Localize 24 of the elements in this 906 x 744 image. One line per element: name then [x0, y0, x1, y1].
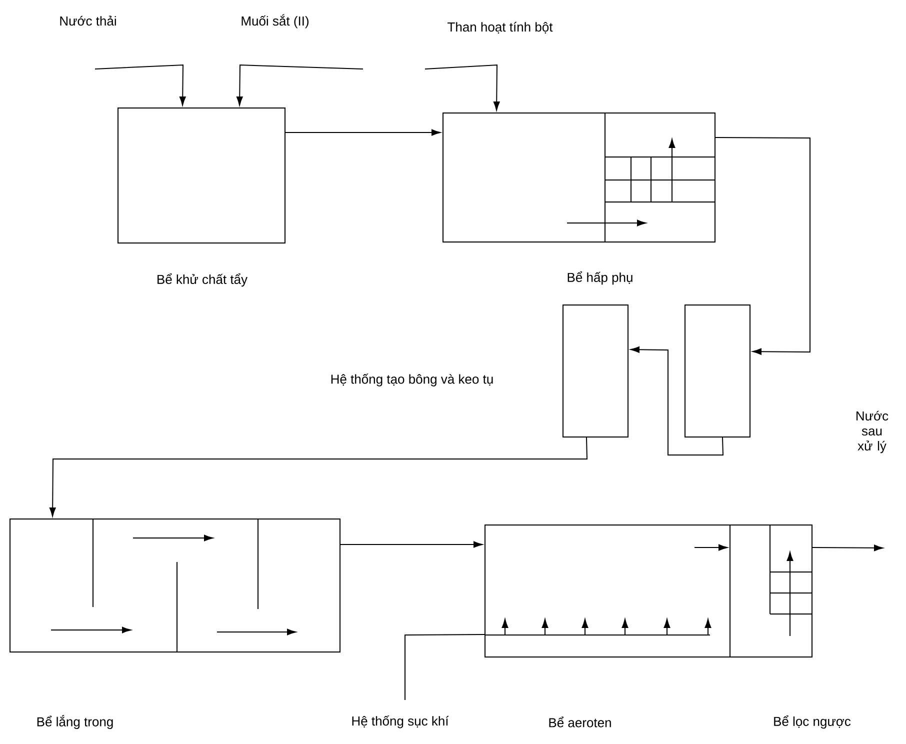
tank-caption: Bể aeroten [549, 716, 611, 728]
tank-box [562, 304, 628, 438]
flow-arrow [340, 541, 483, 548]
tank-caption: Bể lọc ngược [774, 715, 851, 729]
annotation-label: Hệ thống tạo bông và keo tụ [331, 374, 493, 386]
flow-arrow [236, 64, 364, 106]
source-label: Nước thải [60, 16, 116, 26]
flow-arrow [424, 64, 500, 111]
pipe-line [404, 634, 485, 700]
tank-caption: Bể lắng trong [37, 715, 113, 729]
source-label: Than hoạt tính bột [448, 22, 553, 34]
tank-caption: Bể khử chất tẩy [158, 273, 248, 287]
flow-arrow [715, 137, 810, 355]
tank-box [684, 304, 750, 438]
source-label: Muối sắt (II) [242, 14, 308, 28]
flow-arrow [49, 437, 588, 517]
flow-arrow [285, 129, 441, 136]
flow-arrow [630, 346, 724, 456]
flow-arrow [694, 544, 728, 551]
source-label: Hệ thống sục khí [352, 716, 449, 728]
tank-caption: Bể hấp phụ [568, 271, 632, 285]
flow-arrow [94, 64, 186, 106]
flow-arrow [812, 544, 884, 552]
annotation-label: Nước sau xử lý [856, 410, 888, 454]
